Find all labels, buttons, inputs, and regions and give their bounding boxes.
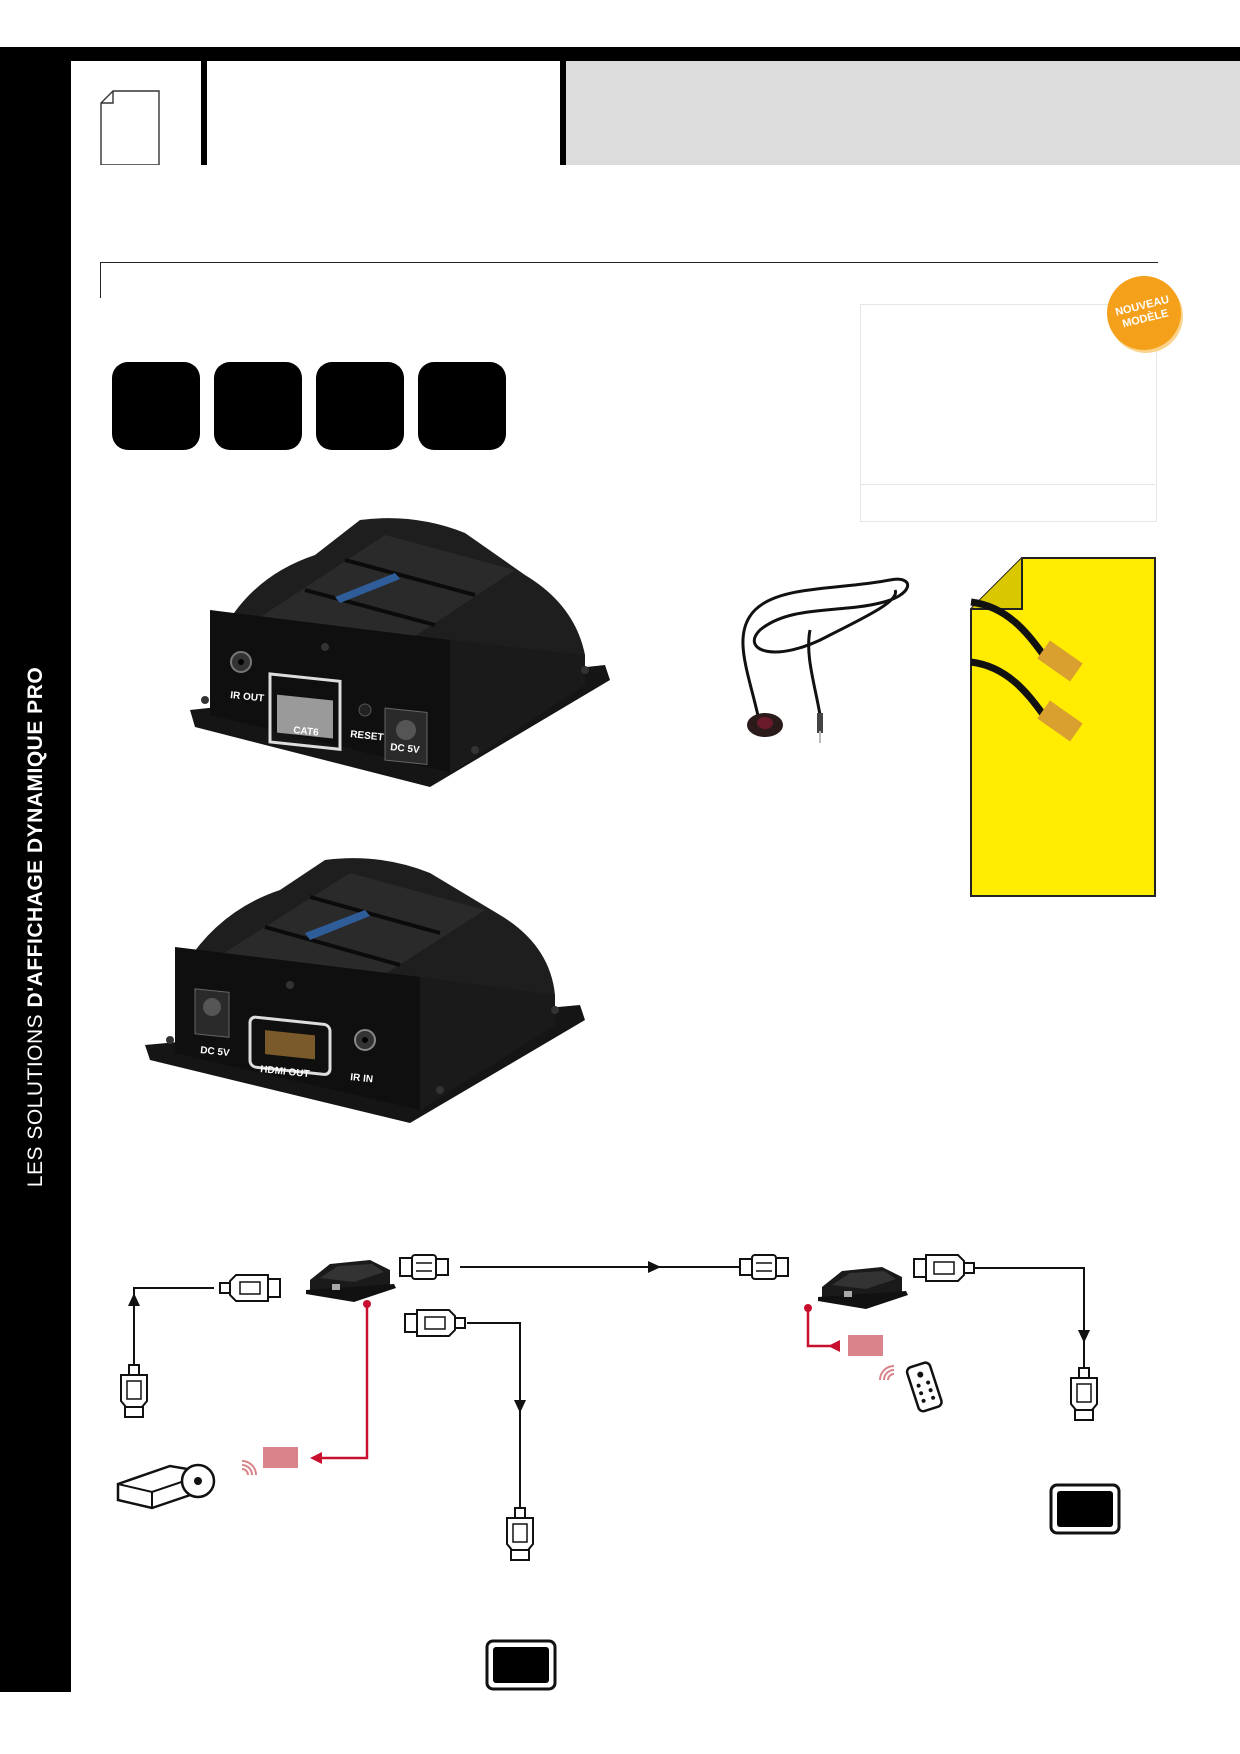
feature-pill [418, 362, 506, 450]
header-divider [201, 61, 207, 165]
hdmi-connector-icon [404, 1309, 466, 1337]
cable-note [970, 557, 1156, 897]
receiver-label-dc5v: DC 5V [200, 1045, 231, 1059]
ir-cable-image [741, 577, 909, 743]
top-bar [0, 47, 1240, 61]
header-icon-box [71, 61, 202, 166]
transmitter-mini-icon [306, 1260, 396, 1302]
ir-signal-icon [879, 1365, 895, 1381]
sidebar: LES SOLUTIONS D'AFFICHAGE DYNAMIQUE PRO [0, 47, 71, 1692]
transmitter-image: IR OUT CAT6 RESET DC 5V [190, 518, 610, 787]
rj45-connector-icon [399, 1254, 449, 1280]
hdmi-connector-icon [1070, 1367, 1098, 1421]
header-grey-band [566, 61, 1240, 165]
transmitter-label-dc5v: DC 5V [390, 742, 421, 756]
hdmi-connector-icon [120, 1364, 148, 1418]
hdmi-connector-icon [506, 1507, 534, 1561]
info-box [860, 304, 1157, 522]
remote-control-icon [905, 1361, 943, 1413]
hdmi-connector-icon [219, 1274, 281, 1302]
document-icon [100, 90, 160, 166]
feature-pill [112, 362, 200, 450]
header-divider [560, 61, 566, 165]
feature-pill [316, 362, 404, 450]
media-player-icon [116, 1463, 216, 1510]
receiver-mini-icon [818, 1267, 908, 1309]
receiver-image: DC 5V HDMI OUT IR IN [145, 858, 585, 1123]
feature-pill [214, 362, 302, 450]
receiver-label-hdmi-out: HDMI OUT [260, 1064, 310, 1080]
local-monitor-icon [485, 1639, 557, 1691]
section-rule-tick [100, 262, 101, 298]
ir-extender-block [848, 1335, 883, 1356]
sidebar-title: LES SOLUTIONS D'AFFICHAGE DYNAMIQUE PRO [24, 666, 47, 1188]
ir-signal-icon [241, 1460, 257, 1476]
receiver-label-ir-in: IR IN [350, 1072, 374, 1085]
ir-receiver-block [263, 1447, 298, 1468]
transmitter-label-cat6: CAT6 [293, 725, 320, 739]
hdmi-connector-icon [913, 1254, 975, 1282]
transmitter-label-reset: RESET [350, 729, 384, 743]
rj45-connector-icon [739, 1254, 789, 1280]
info-box-divider [861, 484, 1155, 485]
section-rule [100, 262, 1158, 263]
connection-diagram [116, 1254, 1121, 1691]
transmitter-label-ir-out: IR OUT [230, 690, 265, 704]
display-monitor-icon [1049, 1483, 1121, 1535]
